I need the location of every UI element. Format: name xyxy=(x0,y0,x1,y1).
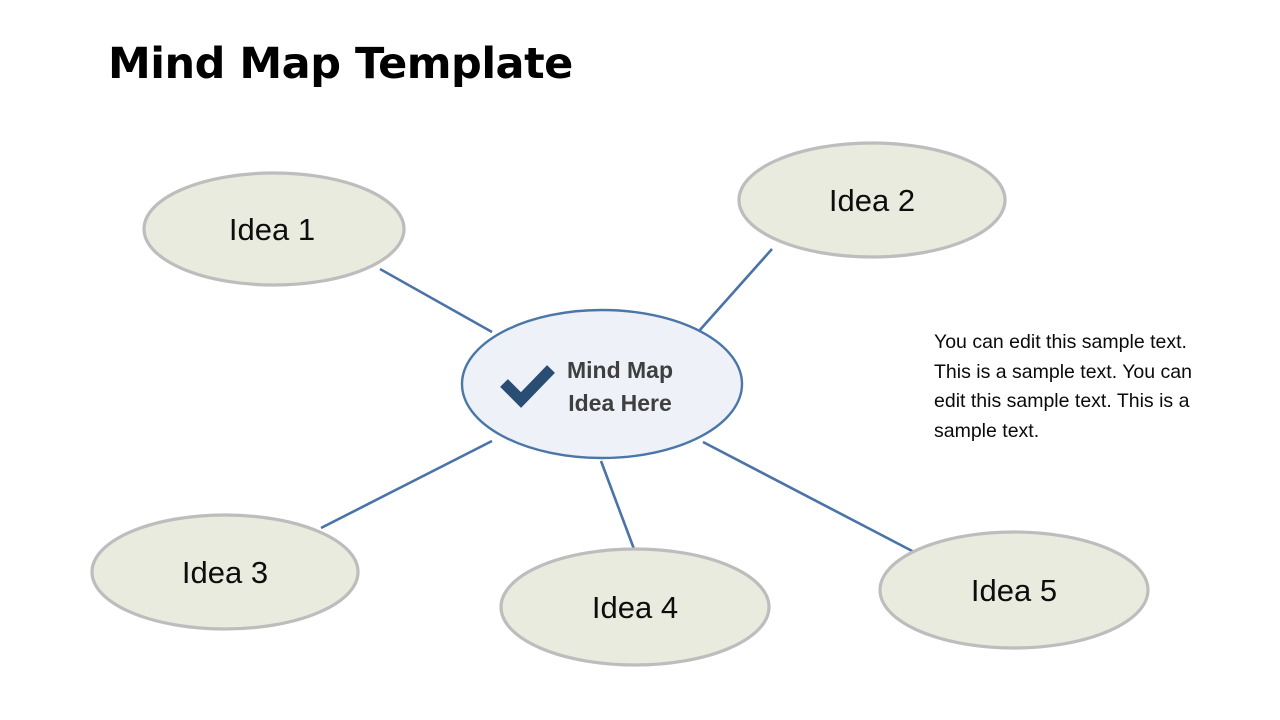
connector-center-to-idea-3 xyxy=(320,439,493,530)
node-center[interactable]: Mind Map Idea Here xyxy=(460,308,744,460)
node-center-label-line-1: Mind Map xyxy=(567,357,673,383)
node-idea-5[interactable]: Idea 5 xyxy=(878,530,1150,650)
node-idea-3-label: Idea 3 xyxy=(182,555,268,590)
node-idea-3[interactable]: Idea 3 xyxy=(90,513,360,631)
node-idea-4-label: Idea 4 xyxy=(592,590,678,625)
node-idea-2[interactable]: Idea 2 xyxy=(737,141,1007,259)
node-idea-5-label: Idea 5 xyxy=(971,573,1057,608)
node-idea-2-shape xyxy=(737,141,1007,259)
connector-center-to-idea-4 xyxy=(599,460,636,550)
connector-group xyxy=(320,248,917,555)
connector-center-to-idea-5 xyxy=(702,440,917,555)
check-icon xyxy=(500,365,555,408)
side-description-text: You can edit this sample text. This is a… xyxy=(934,331,1192,442)
node-idea-3-shape xyxy=(90,513,360,631)
connector-center-to-idea-2 xyxy=(698,248,773,332)
connector-center-to-idea-1 xyxy=(379,267,493,334)
node-idea-5-shape xyxy=(878,530,1150,650)
node-idea-2-label: Idea 2 xyxy=(829,183,915,218)
node-idea-1[interactable]: Idea 1 xyxy=(142,171,406,287)
page-title: Mind Map Template xyxy=(108,39,573,89)
node-center-shape xyxy=(460,308,744,460)
node-center-label-line-2: Idea Here xyxy=(568,390,672,416)
node-idea-4-shape xyxy=(499,547,771,667)
node-idea-4[interactable]: Idea 4 xyxy=(499,547,771,667)
node-idea-1-label: Idea 1 xyxy=(229,212,315,247)
node-idea-1-shape xyxy=(142,171,406,287)
